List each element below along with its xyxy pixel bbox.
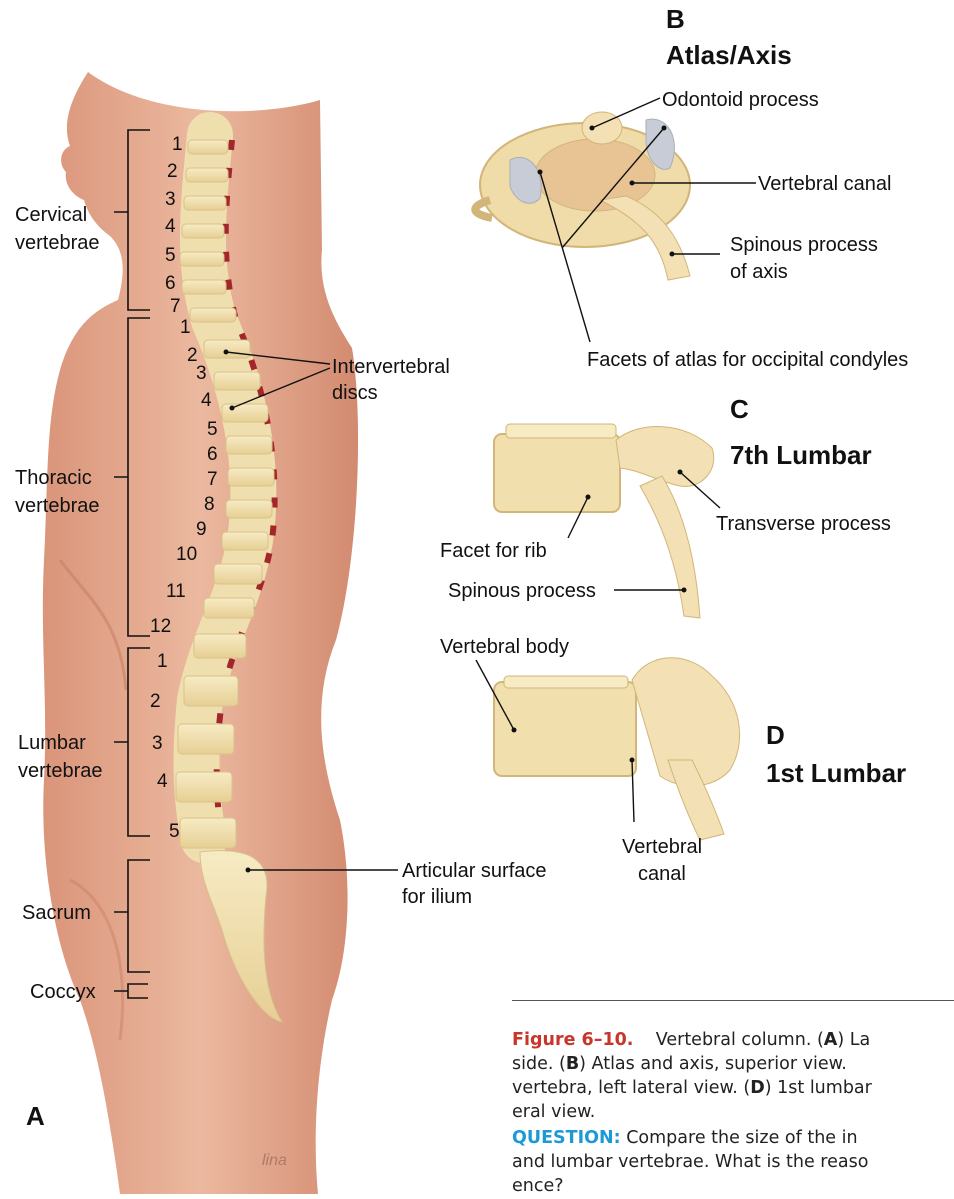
caption-text: side. ( bbox=[512, 1054, 566, 1074]
panel-a-letter: A bbox=[26, 1101, 45, 1131]
panel-c-title: 7th Lumbar bbox=[730, 440, 872, 470]
thoracic-number: 6 bbox=[207, 444, 218, 465]
articular-label-1: Articular surface bbox=[402, 860, 547, 882]
intervertebral-label-2: discs bbox=[332, 382, 378, 404]
caption-bold: A bbox=[824, 1030, 838, 1050]
lumbar-number: 3 bbox=[152, 733, 163, 754]
cervical-number: 4 bbox=[165, 216, 176, 237]
leader-dot bbox=[230, 406, 235, 411]
caption-text: ) La bbox=[837, 1030, 870, 1050]
thoracic-number: 9 bbox=[196, 519, 207, 540]
leader-dot bbox=[670, 252, 675, 257]
panel-b-title: Atlas/Axis bbox=[666, 40, 792, 70]
spinous-c-label: Spinous process bbox=[448, 580, 596, 602]
cervical-number: 7 bbox=[170, 296, 181, 317]
artist-signature: lina bbox=[262, 1152, 287, 1169]
spinous-b-label-1: Spinous process bbox=[730, 234, 878, 256]
spinous-b-label-2: of axis bbox=[730, 261, 788, 283]
panel-b-letter: B bbox=[666, 4, 685, 34]
caption-text: vertebra, left lateral view. ( bbox=[512, 1078, 750, 1098]
caption-bold: B bbox=[566, 1054, 579, 1074]
leader-dot bbox=[538, 170, 543, 175]
cervical-number: 6 bbox=[165, 273, 176, 294]
lumbar-label-2: vertebrae bbox=[18, 760, 103, 782]
panel-c-letter: C bbox=[730, 394, 749, 424]
cervical-label-2: vertebrae bbox=[15, 232, 100, 254]
lumbar-vertebra-illustration bbox=[494, 658, 740, 840]
caption-text: Compare the size of the in bbox=[626, 1128, 857, 1148]
caption-line: and lumbar vertebrae. What is the reaso bbox=[512, 1150, 868, 1174]
thoracic-number: 3 bbox=[196, 363, 207, 384]
figure-label: Figure 6–10. bbox=[512, 1030, 633, 1050]
thoracic-number: 5 bbox=[207, 419, 218, 440]
coccyx-label: Coccyx bbox=[30, 981, 96, 1003]
thoracic-number: 8 bbox=[204, 494, 215, 515]
vertebral-body-label: Vertebral body bbox=[440, 636, 569, 658]
lumbar-number: 4 bbox=[157, 771, 168, 792]
lumbar-number: 5 bbox=[169, 821, 180, 842]
leader-dot bbox=[246, 868, 251, 873]
thoracic-number: 10 bbox=[176, 544, 197, 565]
lumbar-label-1: Lumbar bbox=[18, 732, 86, 754]
facets-label: Facets of atlas for occipital condyles bbox=[587, 349, 908, 371]
figure-caption: Figure 6–10. Vertebral column. (A) La si… bbox=[512, 1000, 954, 1194]
caption-text: ) Atlas and axis, superior view. bbox=[579, 1054, 847, 1074]
caption-line: QUESTION: Compare the size of the in bbox=[512, 1126, 858, 1150]
caption-line: ence? bbox=[512, 1174, 564, 1194]
canal-label: Vertebral canal bbox=[758, 173, 891, 195]
leader-dot bbox=[678, 470, 683, 475]
thoracic-label-1: Thoracic bbox=[15, 467, 92, 489]
transverse-label: Transverse process bbox=[716, 513, 891, 535]
lumbar-number: 1 bbox=[157, 651, 168, 672]
cervical-number: 2 bbox=[167, 161, 178, 182]
panel-d-letter: D bbox=[766, 720, 785, 750]
caption-text: Vertebral column. ( bbox=[656, 1030, 824, 1050]
leader-dot bbox=[682, 588, 687, 593]
leader-dot bbox=[224, 350, 229, 355]
thoracic-number: 12 bbox=[150, 616, 171, 637]
odontoid-label: Odontoid process bbox=[662, 89, 819, 111]
cervical-label-1: Cervical bbox=[15, 204, 87, 226]
intervertebral-label-1: Intervertebral bbox=[332, 356, 450, 378]
leader-dot bbox=[512, 728, 517, 733]
caption-line: side. (B) Atlas and axis, superior view. bbox=[512, 1052, 847, 1076]
thoracic-number: 4 bbox=[201, 390, 212, 411]
thoracic-label-2: vertebrae bbox=[15, 495, 100, 517]
leader-dot bbox=[630, 758, 635, 763]
caption-bold: D bbox=[750, 1078, 765, 1098]
panel-d-title: 1st Lumbar bbox=[766, 758, 906, 788]
leader-dot bbox=[630, 181, 635, 186]
articular-label-2: for ilium bbox=[402, 886, 472, 908]
cervical-number: 1 bbox=[172, 134, 183, 155]
cervical-number: 5 bbox=[165, 245, 176, 266]
leader-dot bbox=[662, 126, 667, 131]
leader-dot bbox=[590, 126, 595, 131]
sacrum-label: Sacrum bbox=[22, 902, 91, 924]
caption-line: vertebra, left lateral view. (D) 1st lum… bbox=[512, 1076, 872, 1100]
leader-dot bbox=[586, 495, 591, 500]
caption-text: ) 1st lumbar bbox=[765, 1078, 872, 1098]
caption-line: Figure 6–10. Vertebral column. (A) La bbox=[512, 1028, 870, 1052]
thoracic-number: 11 bbox=[166, 581, 186, 602]
caption-line: eral view. bbox=[512, 1100, 595, 1124]
canal-d-label-2: canal bbox=[638, 863, 686, 885]
atlas-axis-illustration bbox=[475, 112, 690, 280]
cervical-number: 3 bbox=[165, 189, 176, 210]
lumbar-number: 2 bbox=[150, 691, 161, 712]
question-label: QUESTION: bbox=[512, 1128, 621, 1148]
facet-rib-label: Facet for rib bbox=[440, 540, 547, 562]
canal-d-label-1: Vertebral bbox=[622, 836, 702, 858]
thoracic-number: 1 bbox=[180, 317, 191, 338]
thoracic-number: 7 bbox=[207, 469, 218, 490]
caption-rule bbox=[512, 1000, 954, 1001]
